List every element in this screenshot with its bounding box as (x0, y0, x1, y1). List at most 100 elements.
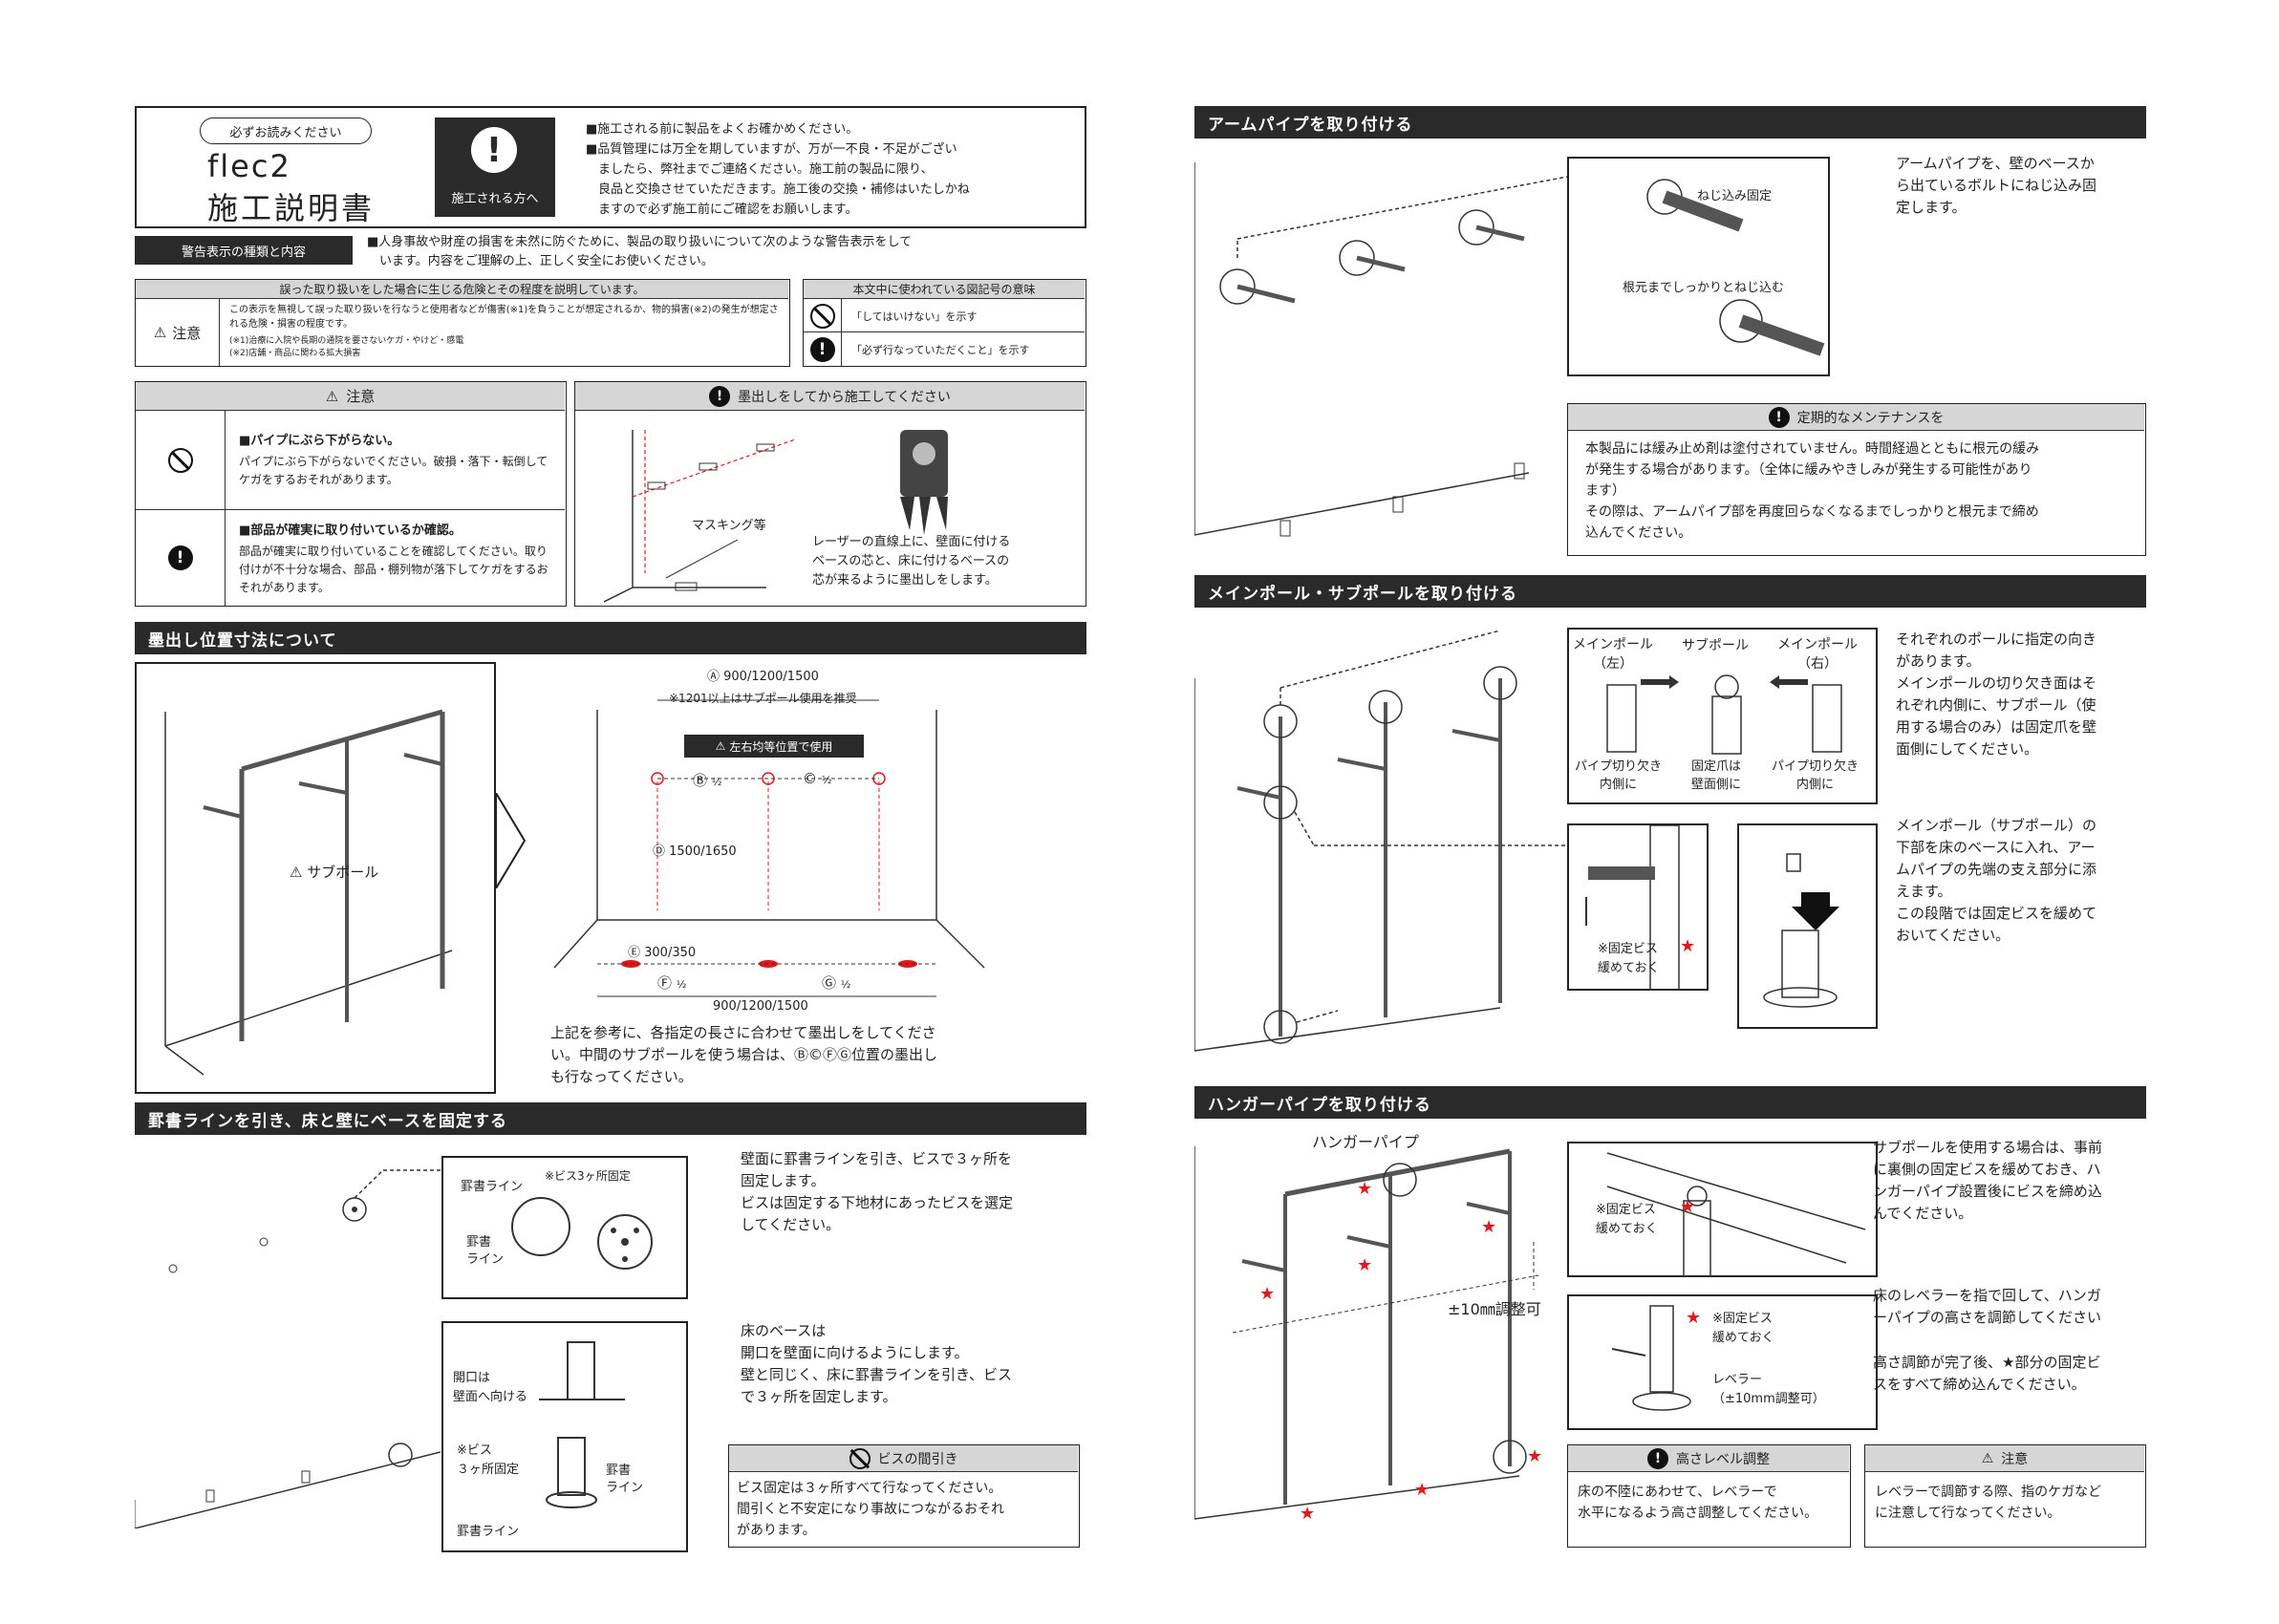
dims-elevation-diagram (553, 699, 985, 997)
svg-text:★: ★ (1414, 1480, 1430, 1500)
mandatory-icon-cell: ! (804, 332, 842, 366)
arm-detail-svg (1646, 179, 1825, 356)
no-skip-header-label: ビスの間引き (877, 1451, 958, 1467)
base-wall-diagram (135, 1169, 441, 1528)
wall-base-text: 壁面に罫書ラインを引き、ビスで３ヶ所を 固定します。 ビスは固定する下地材にあっ… (741, 1150, 1014, 1233)
pole-text-1: それぞれのポールに指定の向き があります。 メインポールの切り欠き面はそ れぞれ… (1896, 630, 2097, 758)
dim-d-value: 1500/1650 (669, 844, 737, 859)
hanger-caution-header-label: 注意 (2001, 1451, 2029, 1467)
arm-wall-diagram (1194, 162, 1568, 537)
no-skip-text: ビス固定は３ヶ所すべて行なってください。 間引くと不安定になり事故につながるおそ… (737, 1481, 1004, 1538)
dim-d: Ⓓ 1500/1650 (653, 844, 737, 859)
floor-base-detail: 開口は 壁面へ向ける ※ビス ３ヶ所固定 罫書 ライン 罫書ライン (441, 1321, 688, 1552)
mandatory-meaning: 「必ず行なっていただくこと」を示す (851, 344, 1030, 356)
caution-row-2: ! ■部品が確実に取り付いているか確認。 部品が確実に取り付いていることを確認し… (136, 510, 565, 606)
arm-detail: ねじ込み固定 根元までしっかりとねじ込む (1567, 157, 1830, 376)
pole-floor-svg (1763, 853, 1839, 1008)
pole-text-2: メインポール（サブポール）の 下部を床のベースに入れ、アー ムパイプの先端の支え… (1896, 817, 2097, 944)
masking-label: マスキング等 (692, 519, 766, 533)
danger-label-cell: ⚠注意 (136, 299, 220, 366)
arm-section-title: アームパイプを取り付ける (1194, 106, 2146, 139)
maint-header-label: 定期的なメンテナンスを (1796, 410, 1945, 426)
hanger-caution-header: ⚠注意 (1865, 1445, 2144, 1472)
caution-item1-body: パイプにぶら下がらないでください。破損・落下・転倒してケガをするおそれがあります… (239, 455, 548, 486)
svg-text:★: ★ (1357, 1255, 1372, 1275)
hanger-loosen-detail: ※固定ビス 緩めておく ★ (1567, 1142, 1878, 1277)
dim-a: Ⓐ 900/1200/1500 (707, 670, 819, 684)
hanger-pipe-label: ハンガーパイプ (1312, 1133, 1419, 1151)
intro-text: ■施工される前に製品をよくお確かめください。 ■品質管理には万全を期していますが… (586, 122, 970, 217)
screws3b-label: ※ビス ３ヶ所固定 (457, 1443, 520, 1477)
caution-header-label: 注意 (346, 388, 376, 405)
warning-triangle-icon: ⚠ (325, 387, 339, 405)
prohibit-icon (849, 1447, 871, 1469)
equal-pos-label: 左右均等位置で使用 (729, 739, 833, 754)
danger-desc: この表示を無視して誤った取り扱いを行なうと使用者などが傷害(※1)を負うことが想… (229, 305, 779, 330)
exclamation-icon: ! (709, 385, 731, 407)
dim-e: Ⓔ 300/350 (628, 946, 697, 960)
exclamation-icon: ! (809, 336, 835, 362)
level-text: 床の不陸にあわせて、レベラーで 水平になるよう高さ調整してください。 (1578, 1485, 1818, 1521)
danger-note2: (※2)店舗・商品に関わる拡大損害 (229, 349, 361, 358)
pole-wall-diagram (1194, 630, 1567, 1052)
level-header: ! 高さレベル調整 (1568, 1445, 1849, 1472)
caution-box: ⚠ 注意 ■パイプにぶら下がらない。 パイプにぶら下がらないでください。破損・落下… (135, 381, 567, 607)
level-header-label: 高さレベル調整 (1676, 1451, 1770, 1467)
adjust-label: ±10㎜調整可 (1448, 1300, 1541, 1318)
base-section-title: 罫書ラインを引き、床と壁にベースを固定する (135, 1102, 1086, 1135)
dims-arrow-notch (496, 793, 527, 888)
mandatory-row: ! 「必ず行なっていただくこと」を示す (804, 332, 1085, 366)
maint-text: 本製品には緩み止め剤は塗付されていません。時間経過とともに根元の緩み が発生する… (1585, 441, 2040, 541)
sub-pole-label: サブポール (1682, 638, 1749, 653)
marking-header: !墨出しをしてから施工してください (575, 382, 1085, 411)
hanger-loosen-svg (1606, 1152, 1866, 1277)
hanger-text-1: サブポールを使用する場合は、事前 に裏側の固定ビスを緩めておき、ハ ンガーパイプ… (1873, 1139, 2103, 1222)
pole-orientation-svg (1606, 674, 1842, 755)
svg-text:★: ★ (1300, 1504, 1315, 1524)
notch-in-label: パイプ切り欠き 内側に (1575, 759, 1663, 792)
pole-orientation-detail: メインポール （左） サブポール メインポール （右） パイプ切り欠き 内側に … (1567, 628, 1878, 804)
f-half-label: Ⓕ ½ (657, 974, 687, 992)
wall-base-detail: 罫書ライン ※ビス3ヶ所固定 罫書 ライン (441, 1156, 688, 1299)
installer-badge: ! 施工される方へ (435, 118, 555, 217)
no-skip-header: ビスの間引き (729, 1445, 1078, 1472)
leveler-svg (1611, 1305, 1691, 1411)
laser-diagram (603, 430, 948, 603)
dim-fg: 900/1200/1500 (713, 999, 808, 1014)
maintenance-box: ! 定期的なメンテナンスを 本製品には緩み止め剤は塗付されていません。時間経過とと… (1567, 403, 2146, 556)
scribe-line-label-4: 罫書ライン (457, 1525, 520, 1539)
level-adjust-box: ! 高さレベル調整 床の不陸にあわせて、レベラーで 水平になるよう高さ調整してくだ… (1567, 1444, 1851, 1548)
prohibit-icon-cell (136, 411, 226, 510)
dims-section-title: 墨出し位置寸法について (135, 622, 1086, 654)
hanger-caution-box: ⚠注意 レベラーで調節する際、指のケガなど に注意して行なってください。 (1864, 1444, 2146, 1548)
svg-text:★: ★ (1259, 1284, 1275, 1304)
wall-base-svg (511, 1197, 653, 1270)
pole-loosen-svg (1585, 825, 1680, 991)
main-left-label: メインポール （左） (1573, 637, 1653, 672)
main-right-label: メインポール （右） (1777, 637, 1858, 672)
iso-frame-svg (164, 709, 453, 1076)
caution-row-1: ■パイプにぶら下がらない。 パイプにぶら下がらないでください。破損・落下・転倒し… (136, 411, 565, 510)
hanger-wall-diagram: ★ ★ ★ ★ ★ ★ ★ (1194, 1146, 1542, 1524)
installer-label: 施工される方へ (451, 192, 539, 206)
exclamation-icon: ! (1768, 406, 1790, 428)
no-skip-box: ビスの間引き ビス固定は３ヶ所すべて行なってください。 間引くと不安定になり事故… (728, 1444, 1080, 1548)
dim-a-value: 900/1200/1500 (723, 670, 819, 684)
hanger-text-2: 床のレベラーを指で回して、ハンガ ーパイプの高さを調節してください (1873, 1287, 2101, 1326)
danger-note1: (※1)治療に入院や長期の通院を要さないケガ・やけど・感電 (229, 336, 464, 346)
caution-item2-title: ■部品が確実に取り付いているか確認。 (239, 524, 462, 538)
pole-loosen-detail: ※固定ビス 緩めておく ★ (1567, 823, 1709, 991)
danger-table: 誤った取り扱いをした場合に生じる危険とその程度を説明しています。 ⚠注意 この表… (135, 279, 790, 367)
g-half-label: Ⓖ ½ (822, 974, 851, 992)
equal-pos-badge: ⚠左右均等位置で使用 (684, 735, 864, 758)
b-half-label: Ⓑ ½ (693, 772, 722, 789)
notch-in-label-2: パイプ切り欠き 内側に (1772, 759, 1860, 792)
prohibit-row: 「してはいけない」を示す (804, 299, 1085, 332)
dim-e-value: 300/350 (644, 946, 697, 960)
sub-pole-label: ⚠ サブポール (290, 864, 379, 881)
note-1201: ※1201以上はサブポール使用を推奨 (669, 692, 857, 705)
loosen-label: ※固定ビス 緩めておく (1598, 942, 1660, 975)
product-name: flec2 (207, 148, 291, 184)
exclamation-icon: ! (1647, 1447, 1668, 1469)
prohibit-meaning: 「してはいけない」を示す (851, 310, 978, 323)
